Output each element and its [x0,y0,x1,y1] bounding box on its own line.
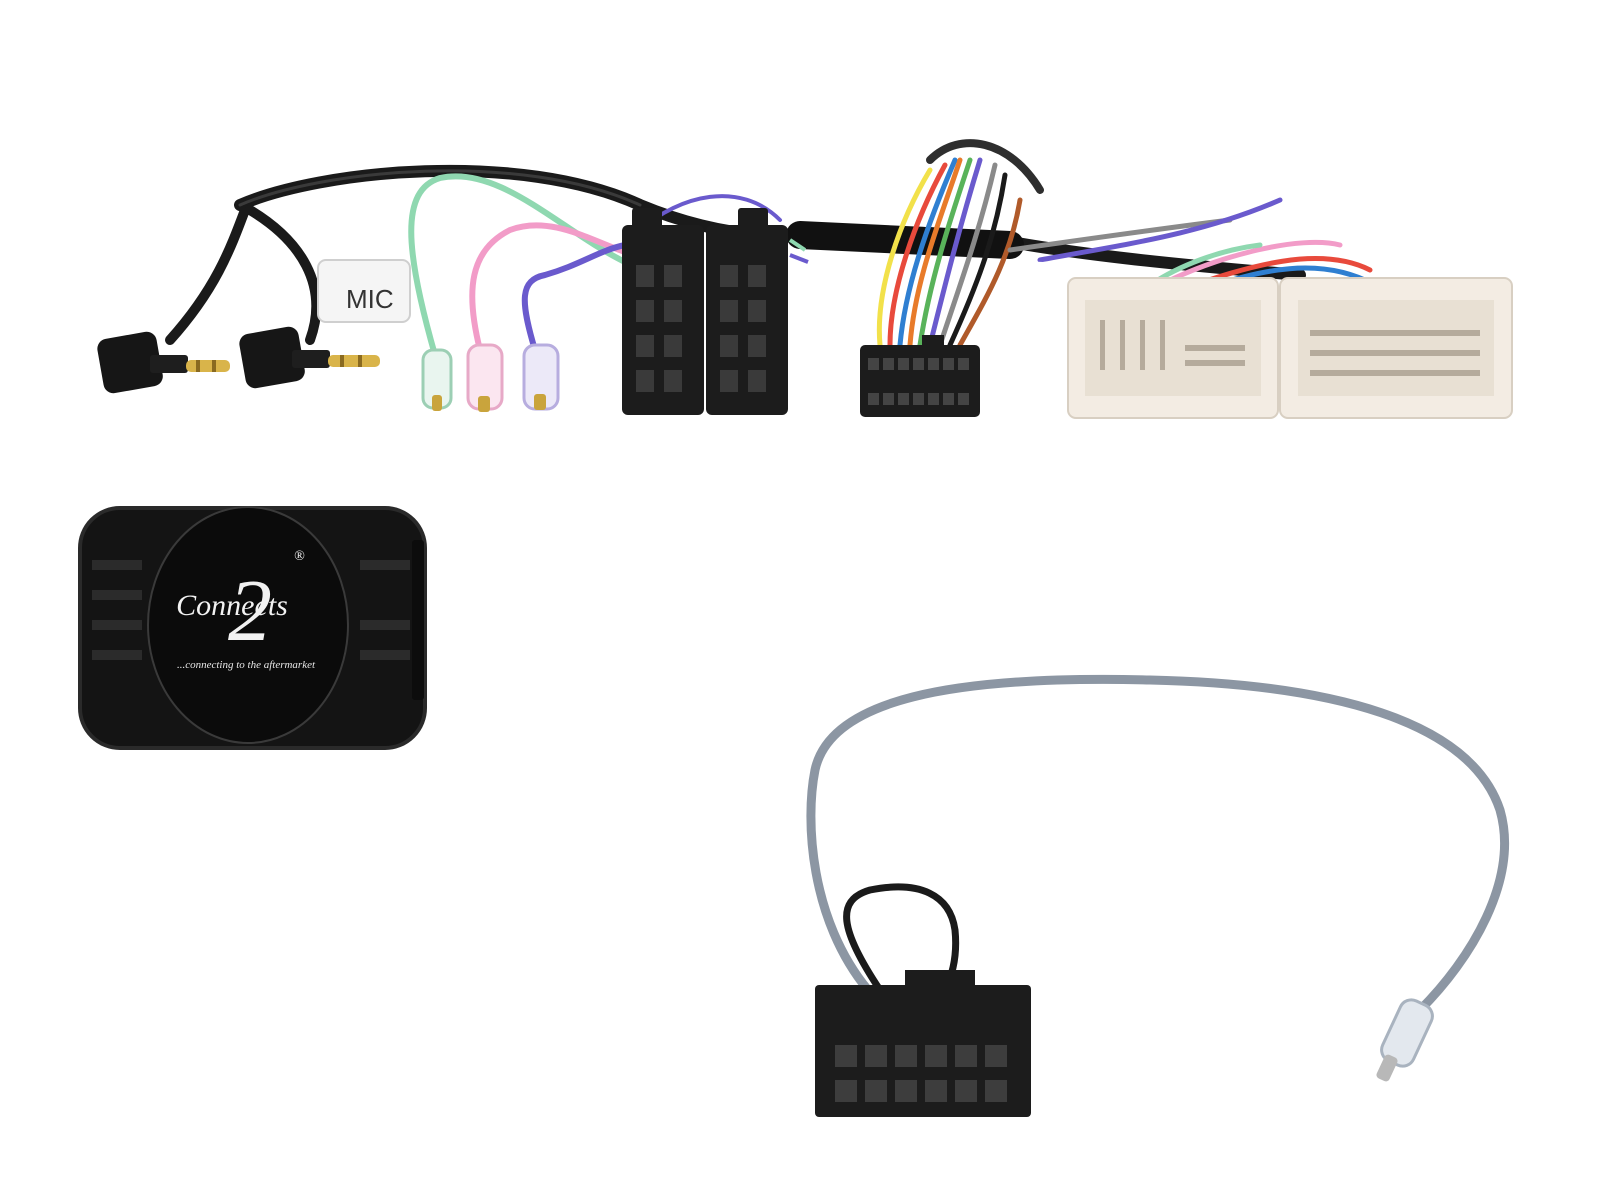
bullet-terminal-violet [522,343,560,411]
loom-wires [876,139,1044,348]
audio-jack-leads [165,205,322,345]
mic-label-sleeve: MIC [317,259,411,323]
logo-wordmark: Connects [176,589,288,622]
audio-jack-plug-right [239,326,380,389]
iso-16pin-connector [860,335,980,417]
iso-leads [788,238,809,264]
iso-connector-right [706,208,788,415]
logo-numeral: 2 [228,563,272,660]
interface-module: 2 Connects ® ...connecting to the afterm… [78,506,427,750]
vehicle-connector-left [1067,277,1279,419]
bullet-terminal-pink [466,343,504,412]
audio-jack-plug-left [97,331,230,394]
patch-lead-bullet [1376,998,1434,1082]
patch-lead-cable [806,674,1509,1015]
mic-label: MIC [346,284,394,314]
vehicle-connector-right [1279,277,1513,419]
registered-mark: ® [294,549,305,564]
patch-lead-connector [815,970,1031,1117]
module-tagline: ...connecting to the aftermarket [177,659,316,671]
iso-connector-left [622,208,704,415]
bullet-terminal-green [421,348,453,411]
